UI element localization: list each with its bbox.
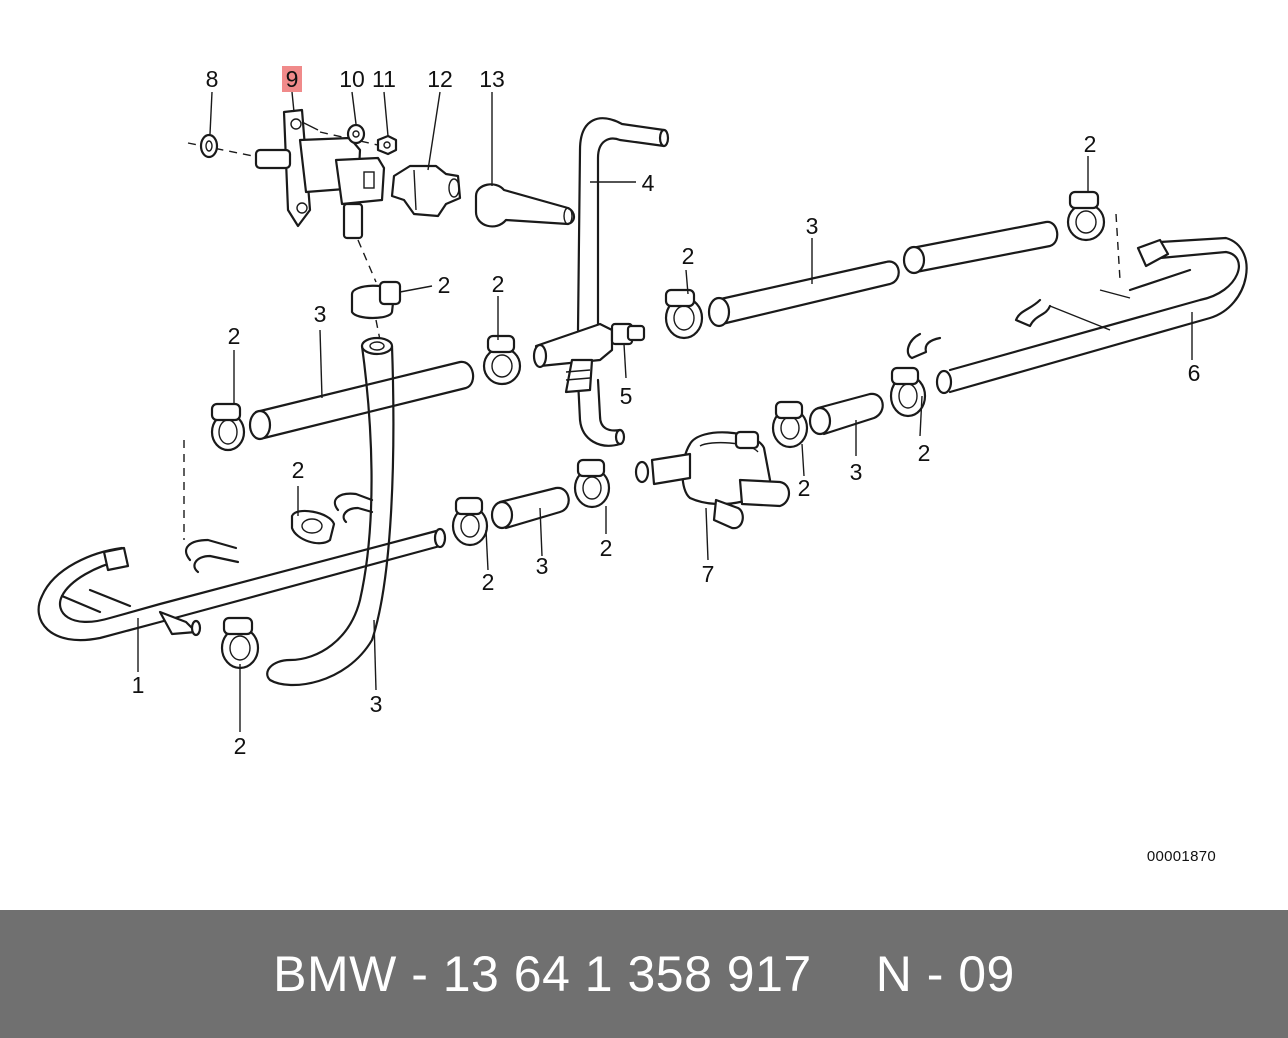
callout-2: 2 [234,733,247,759]
clamp-center-right [664,288,704,340]
clamp-right-small [889,366,927,418]
callout-3: 3 [806,213,819,239]
clamp-under-valve [350,239,402,341]
clamp-mid-right [771,400,809,449]
parts-exploded-diagram: 8 9 10 11 12 13 4 2 2 2 3 2 2 3 5 6 2 2 … [37,66,1248,759]
callout-2: 2 [1084,131,1097,157]
callout-2: 2 [292,457,305,483]
callout-10: 10 [339,66,365,92]
callout-2: 2 [918,440,931,466]
callout-3: 3 [314,301,327,327]
clamp-lower-left [451,496,489,547]
clamp-center-left [482,334,522,386]
fuel-rail-part-6 [906,236,1248,395]
part-number-text: BMW - 13 64 1 358 917 [273,946,812,1002]
clamp-left-mid [210,402,246,452]
callout-2: 2 [228,323,241,349]
callout-2: 2 [438,272,451,298]
highlight-box-part-9 [282,66,302,92]
callout-3: 3 [536,553,549,579]
callout-1: 1 [132,672,145,698]
nut-part-11 [376,134,398,156]
callout-8: 8 [206,66,219,92]
callout-6: 6 [1188,360,1201,386]
washer-part-10 [319,123,401,151]
callout-7: 7 [702,561,715,587]
callout-5: 5 [620,383,633,409]
callout-2: 2 [600,535,613,561]
callout-2: 2 [798,475,811,501]
callout-3: 3 [850,459,863,485]
callout-9[interactable]: 9 [286,66,299,92]
clamp-lower-mid [573,458,611,509]
hose-segment-lower [490,486,570,530]
callout-13: 13 [479,66,505,92]
hose-segment-right-short [808,392,884,436]
callout-12: 12 [427,66,453,92]
drawing-code: 00001870 [1146,848,1216,865]
hose-part-4 [576,117,670,447]
washer-part-8 [187,133,259,159]
valve-part-9 [254,108,386,240]
callout-3: 3 [370,691,383,717]
callout-labels: 8 9 10 11 12 13 4 2 2 2 3 2 2 3 5 6 2 2 … [132,66,1201,759]
union-part-12 [390,164,462,218]
callout-2: 2 [482,569,495,595]
callout-4: 4 [642,170,655,196]
pressure-regulator-part-7 [634,430,791,530]
hose-segment-left [248,360,475,441]
clamp-upper-right [1066,190,1121,281]
callout-11: 11 [372,66,396,92]
long-hose-part-3 [266,336,395,687]
position-text: N - 09 [875,946,1015,1002]
clamp-bottom-left [220,616,260,670]
fuel-rail-part-1 [37,440,447,642]
clamp-on-rail-small [290,509,336,545]
callout-2: 2 [682,243,695,269]
footer-bar: BMW - 13 64 1 358 917 N - 09 [0,910,1288,1038]
tee-part-5 [532,322,646,394]
callout-2: 2 [492,271,505,297]
cap-part-13 [474,183,576,228]
hose-segment-upper [707,220,1059,328]
leader-lines [137,91,1193,732]
